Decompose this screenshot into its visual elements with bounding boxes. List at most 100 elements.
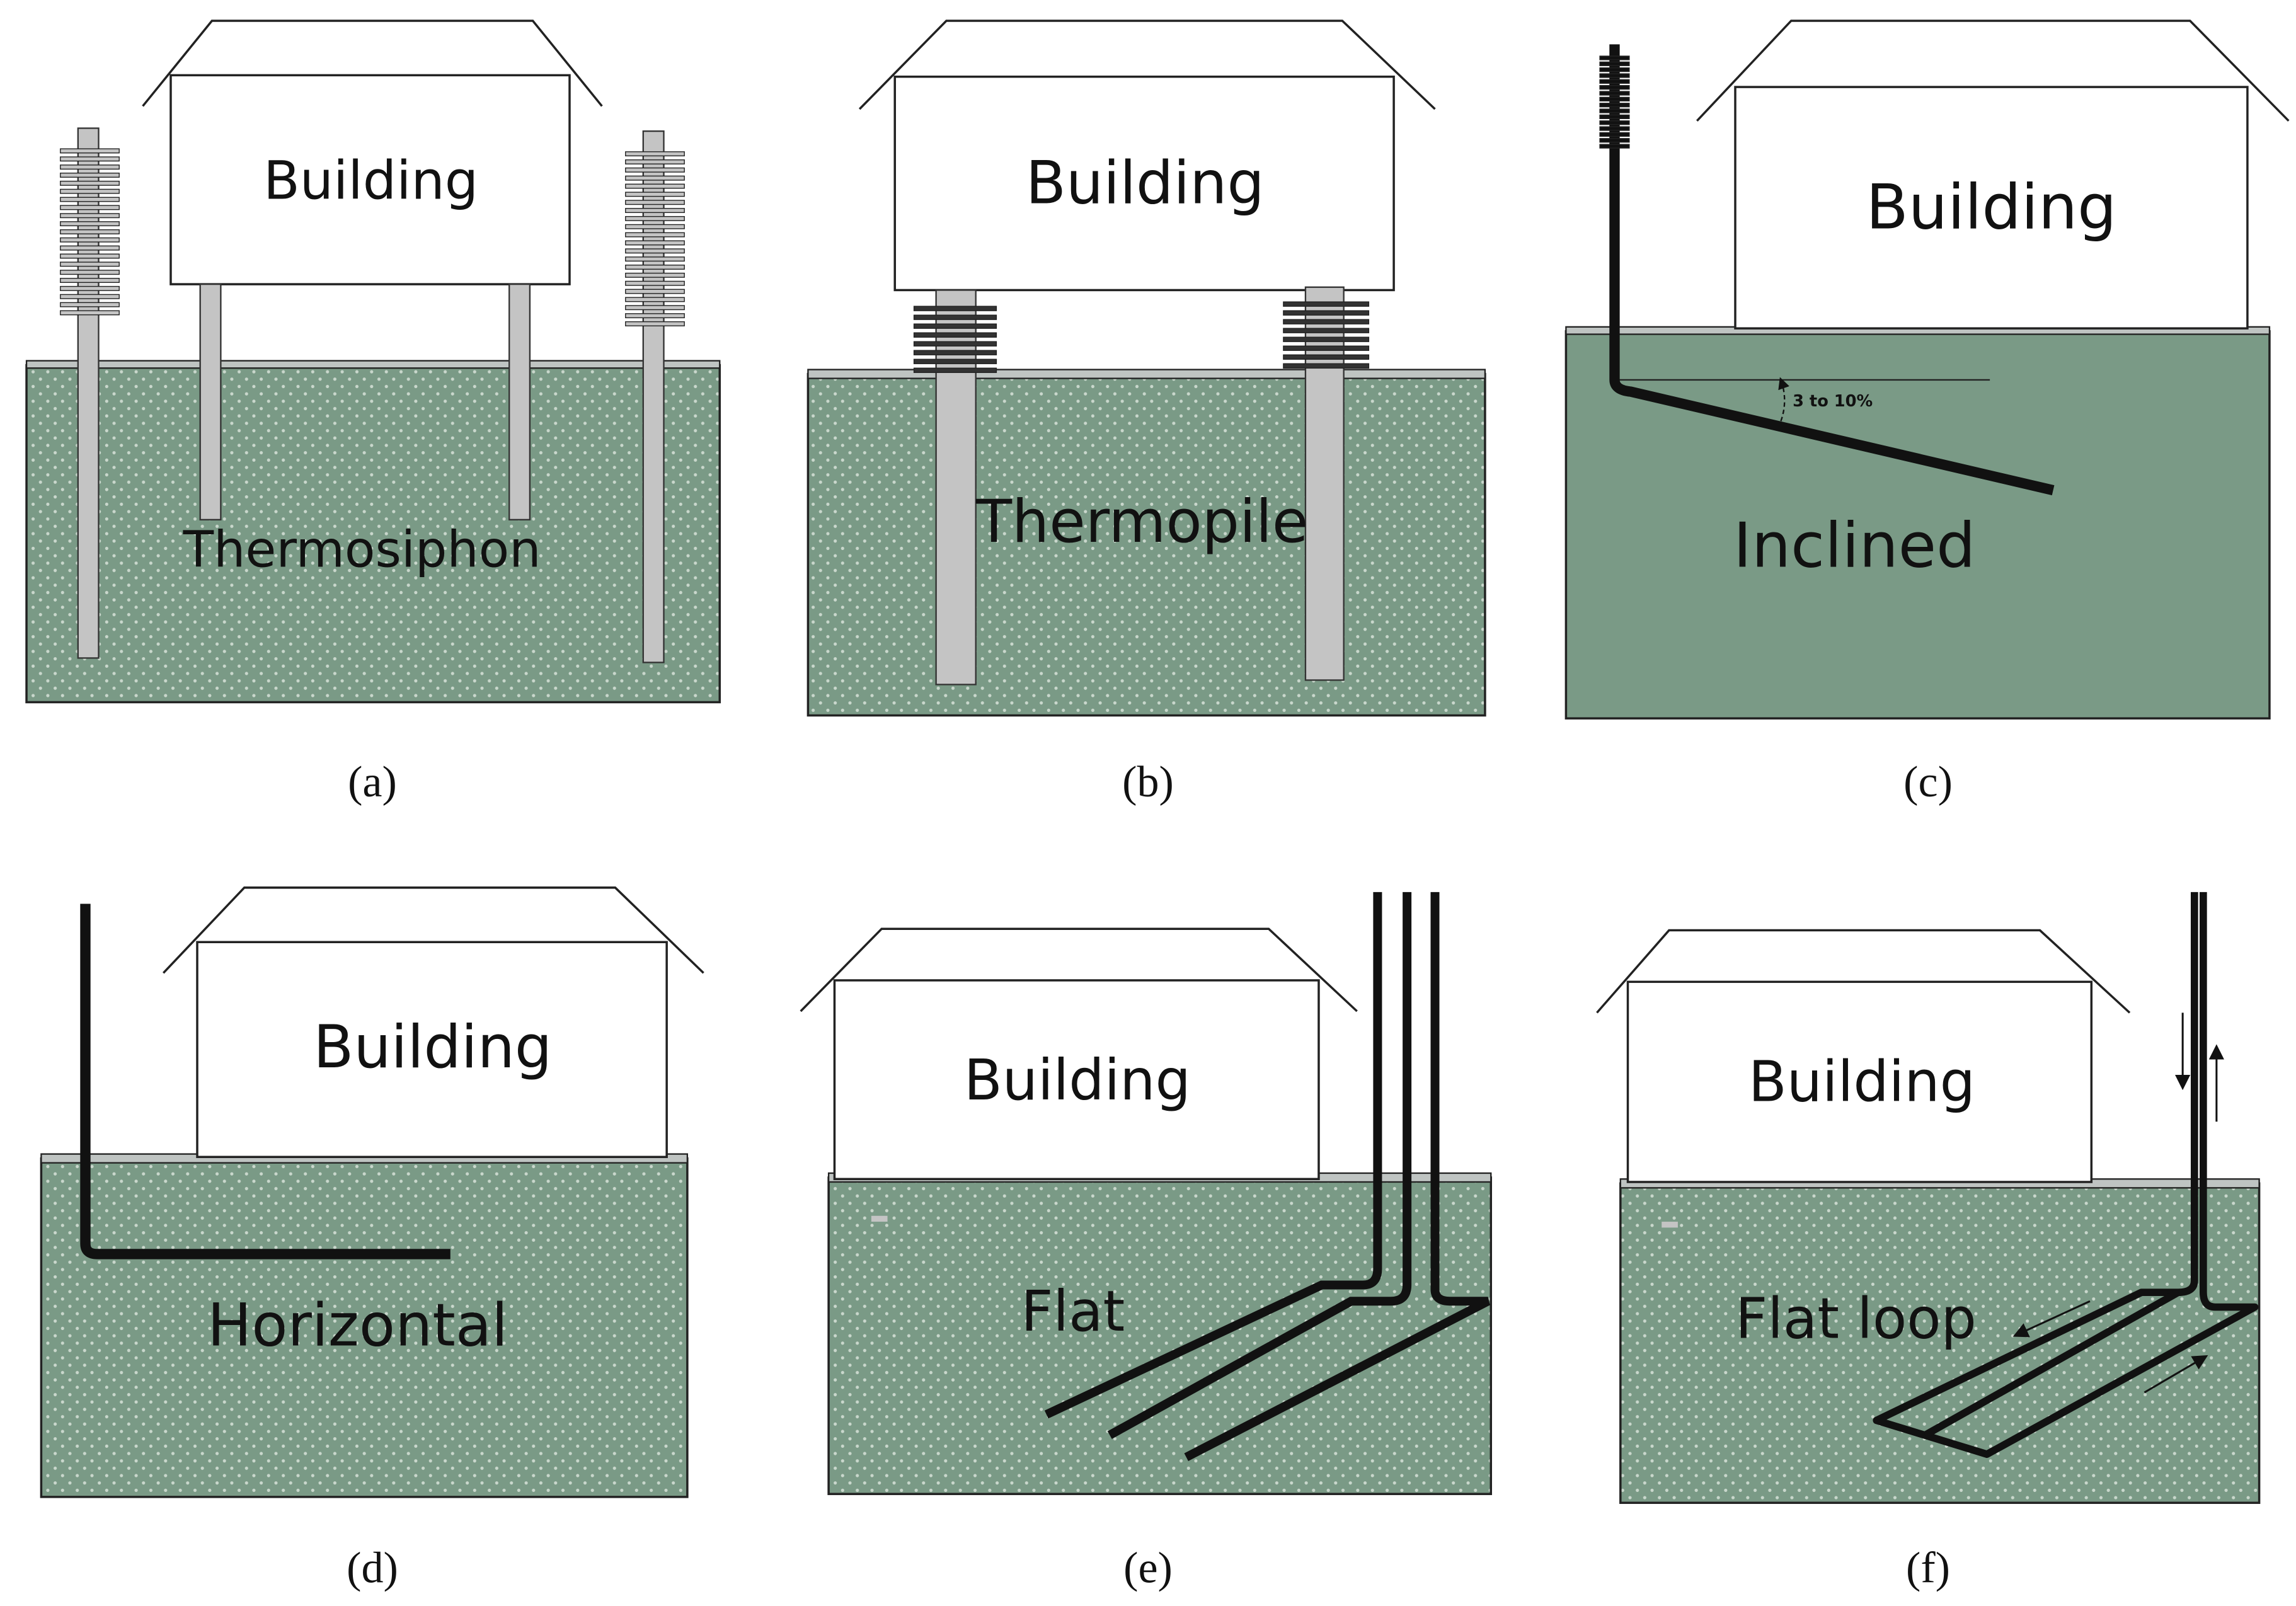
fin bbox=[625, 151, 685, 157]
fin bbox=[625, 256, 685, 262]
fin bbox=[1599, 126, 1630, 131]
roof bbox=[163, 886, 704, 974]
roof bbox=[858, 20, 1436, 110]
fin bbox=[625, 289, 685, 294]
panel-caption: (a) bbox=[348, 758, 397, 806]
fin bbox=[1283, 354, 1370, 360]
fin bbox=[60, 221, 120, 227]
fin bbox=[625, 224, 685, 229]
roof bbox=[800, 927, 1358, 1012]
fin bbox=[1599, 79, 1630, 84]
panel-a: Building Thermosiphon (a) bbox=[25, 20, 721, 806]
fin bbox=[1283, 319, 1370, 324]
fin bbox=[625, 200, 685, 205]
flow-arrow-icon bbox=[2144, 1355, 2208, 1394]
fin bbox=[1283, 310, 1370, 316]
fin bbox=[625, 183, 685, 189]
ground-surface bbox=[807, 369, 1486, 379]
support-pile-right bbox=[508, 283, 531, 521]
building-label: Building bbox=[1026, 149, 1265, 218]
fin bbox=[1599, 144, 1630, 149]
fin bbox=[60, 156, 120, 162]
fin bbox=[1599, 132, 1630, 137]
configuration-label: Thermopile bbox=[975, 488, 1308, 556]
fin bbox=[1599, 108, 1630, 113]
fin bbox=[1283, 301, 1370, 307]
fin bbox=[60, 245, 120, 251]
building-label: Building bbox=[263, 150, 478, 212]
fin bbox=[60, 148, 120, 154]
fin bbox=[913, 314, 997, 320]
radiator-fins-icon bbox=[1599, 55, 1630, 149]
thermopile-left bbox=[935, 289, 977, 685]
fin bbox=[625, 297, 685, 302]
fin bbox=[60, 261, 120, 267]
fin bbox=[1599, 85, 1630, 90]
fin bbox=[60, 229, 120, 234]
panel-caption: (e) bbox=[1123, 1544, 1173, 1592]
support-pile-left bbox=[199, 283, 222, 521]
fin bbox=[60, 237, 120, 243]
fin bbox=[625, 313, 685, 319]
panel-c: Building 3 to 10% Inclined (c) bbox=[1564, 20, 2290, 806]
fin bbox=[60, 197, 120, 202]
fin bbox=[1283, 363, 1370, 369]
fin bbox=[1599, 114, 1630, 120]
building bbox=[833, 979, 1320, 1181]
surface-marker bbox=[1662, 1222, 1678, 1228]
fin bbox=[60, 164, 120, 170]
fin bbox=[1599, 67, 1630, 72]
fin bbox=[913, 358, 997, 364]
slope-annotation: 3 to 10% bbox=[1793, 392, 1873, 411]
fin bbox=[1599, 55, 1630, 60]
fin bbox=[60, 253, 120, 259]
panel-caption: (b) bbox=[1122, 758, 1174, 806]
ground bbox=[1619, 1182, 2261, 1504]
fin bbox=[625, 248, 685, 254]
ground bbox=[827, 1176, 1493, 1495]
fin bbox=[60, 302, 120, 307]
ground bbox=[40, 1157, 689, 1498]
building bbox=[169, 74, 571, 285]
fin bbox=[625, 305, 685, 311]
ground bbox=[806, 372, 1486, 717]
ground bbox=[1564, 330, 2271, 720]
surface-marker bbox=[871, 1215, 888, 1222]
fin bbox=[1599, 96, 1630, 101]
fin bbox=[60, 213, 120, 219]
thermosyphon-pipe bbox=[1609, 44, 2055, 496]
fin bbox=[1283, 336, 1370, 342]
fin bbox=[625, 321, 685, 326]
fin bbox=[625, 240, 685, 246]
building-label: Building bbox=[1748, 1050, 1975, 1115]
thermopile-right bbox=[1304, 286, 1345, 681]
fin bbox=[60, 278, 120, 283]
building bbox=[893, 75, 1395, 292]
fin bbox=[913, 367, 997, 373]
building-label: Building bbox=[964, 1048, 1191, 1113]
panel-b: Building Thermopile (b) bbox=[806, 20, 1486, 806]
panel-caption: (f) bbox=[1906, 1544, 1950, 1592]
slope-angle-arc bbox=[1778, 377, 1789, 422]
panel-e: Building Flat (e) bbox=[800, 892, 1493, 1592]
building bbox=[1734, 86, 2249, 330]
roof bbox=[142, 20, 603, 107]
fin bbox=[60, 294, 120, 299]
fin bbox=[1283, 345, 1370, 351]
radiator-fins-icon bbox=[1283, 301, 1370, 369]
configuration-label: Flat bbox=[1021, 1279, 1125, 1344]
fin bbox=[625, 272, 685, 278]
thermosyphon-loop-pipe bbox=[1873, 892, 2259, 1458]
fin bbox=[1599, 73, 1630, 78]
fin bbox=[1599, 120, 1630, 125]
fin bbox=[1599, 61, 1630, 66]
loop-crossbar bbox=[1923, 1289, 2180, 1438]
fin bbox=[913, 332, 997, 338]
thermosyphon-pipe bbox=[1044, 892, 1382, 1419]
fin bbox=[625, 208, 685, 214]
fin bbox=[60, 188, 120, 194]
ground bbox=[25, 364, 721, 704]
roof bbox=[1596, 929, 2131, 1014]
fin bbox=[1283, 328, 1370, 333]
fin bbox=[625, 159, 685, 164]
